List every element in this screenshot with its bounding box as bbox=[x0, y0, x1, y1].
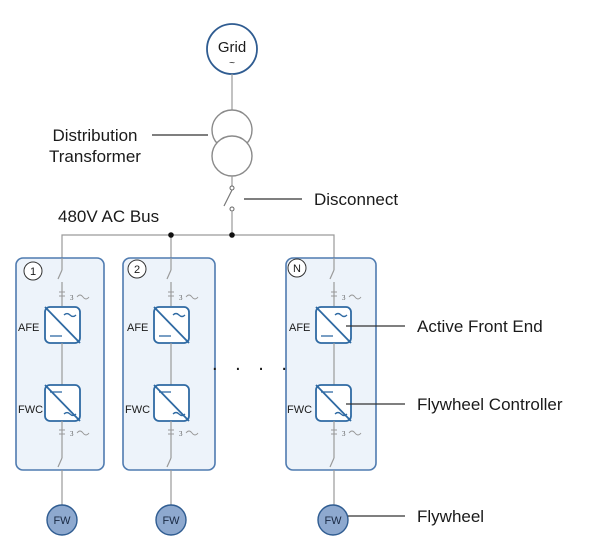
phase-mark: 3 bbox=[70, 294, 74, 302]
afe-label: AFE bbox=[18, 322, 39, 334]
module-panel-1 bbox=[15, 257, 105, 471]
fw-label: FW bbox=[324, 515, 342, 527]
distribution-transformer-icon bbox=[211, 109, 253, 177]
bus-junction bbox=[229, 232, 235, 238]
bus-label: 480V AC Bus bbox=[58, 207, 159, 226]
flywheel-label: Flywheel bbox=[417, 507, 484, 526]
phase-mark: 3 bbox=[70, 430, 74, 438]
distribution-transformer-label-1: Distribution bbox=[52, 126, 137, 145]
disconnect-switch-icon bbox=[223, 185, 235, 212]
phase-mark: 3 bbox=[342, 430, 346, 438]
module-2: 2 3 AFE FWC 3 FW bbox=[125, 258, 199, 536]
module-badge bbox=[23, 261, 43, 281]
module-badge bbox=[287, 258, 307, 278]
fwc-label: FWC bbox=[125, 404, 150, 416]
flywheel-icon bbox=[155, 504, 187, 536]
bus-junction bbox=[168, 232, 174, 238]
module-number: N bbox=[293, 263, 301, 275]
fwc-label: FWC bbox=[287, 404, 312, 416]
module-ellipsis: . . . . bbox=[212, 353, 293, 375]
module-number: 1 bbox=[30, 266, 36, 278]
afe-label: AFE bbox=[127, 322, 148, 334]
active-front-end-label: Active Front End bbox=[417, 317, 543, 336]
module-panel-n bbox=[285, 257, 377, 471]
module-number: 2 bbox=[134, 264, 140, 276]
fw-label: FW bbox=[53, 515, 71, 527]
phase-mark: 3 bbox=[179, 294, 183, 302]
flywheel-icon bbox=[317, 504, 349, 536]
module-badge bbox=[127, 259, 147, 279]
distribution-transformer-label-2: Transformer bbox=[49, 147, 141, 166]
module-n: N 3 AFE FWC 3 FW bbox=[287, 258, 362, 536]
flywheel-icon bbox=[46, 504, 78, 536]
phase-mark: 3 bbox=[342, 294, 346, 302]
flywheel-controller-label: Flywheel Controller bbox=[417, 395, 563, 414]
disconnect-label: Disconnect bbox=[314, 190, 398, 209]
grid-ac-symbol: ~ bbox=[229, 58, 235, 69]
afe-label: AFE bbox=[289, 322, 310, 334]
fwc-label: FWC bbox=[18, 404, 43, 416]
module-panel-2 bbox=[122, 257, 216, 471]
module-1: 1 3 AFE FWC 3 FW bbox=[18, 258, 90, 536]
ac-bus-line bbox=[61, 234, 335, 258]
phase-mark: 3 bbox=[179, 430, 183, 438]
fw-label: FW bbox=[162, 515, 180, 527]
grid-label: Grid bbox=[218, 39, 246, 56]
